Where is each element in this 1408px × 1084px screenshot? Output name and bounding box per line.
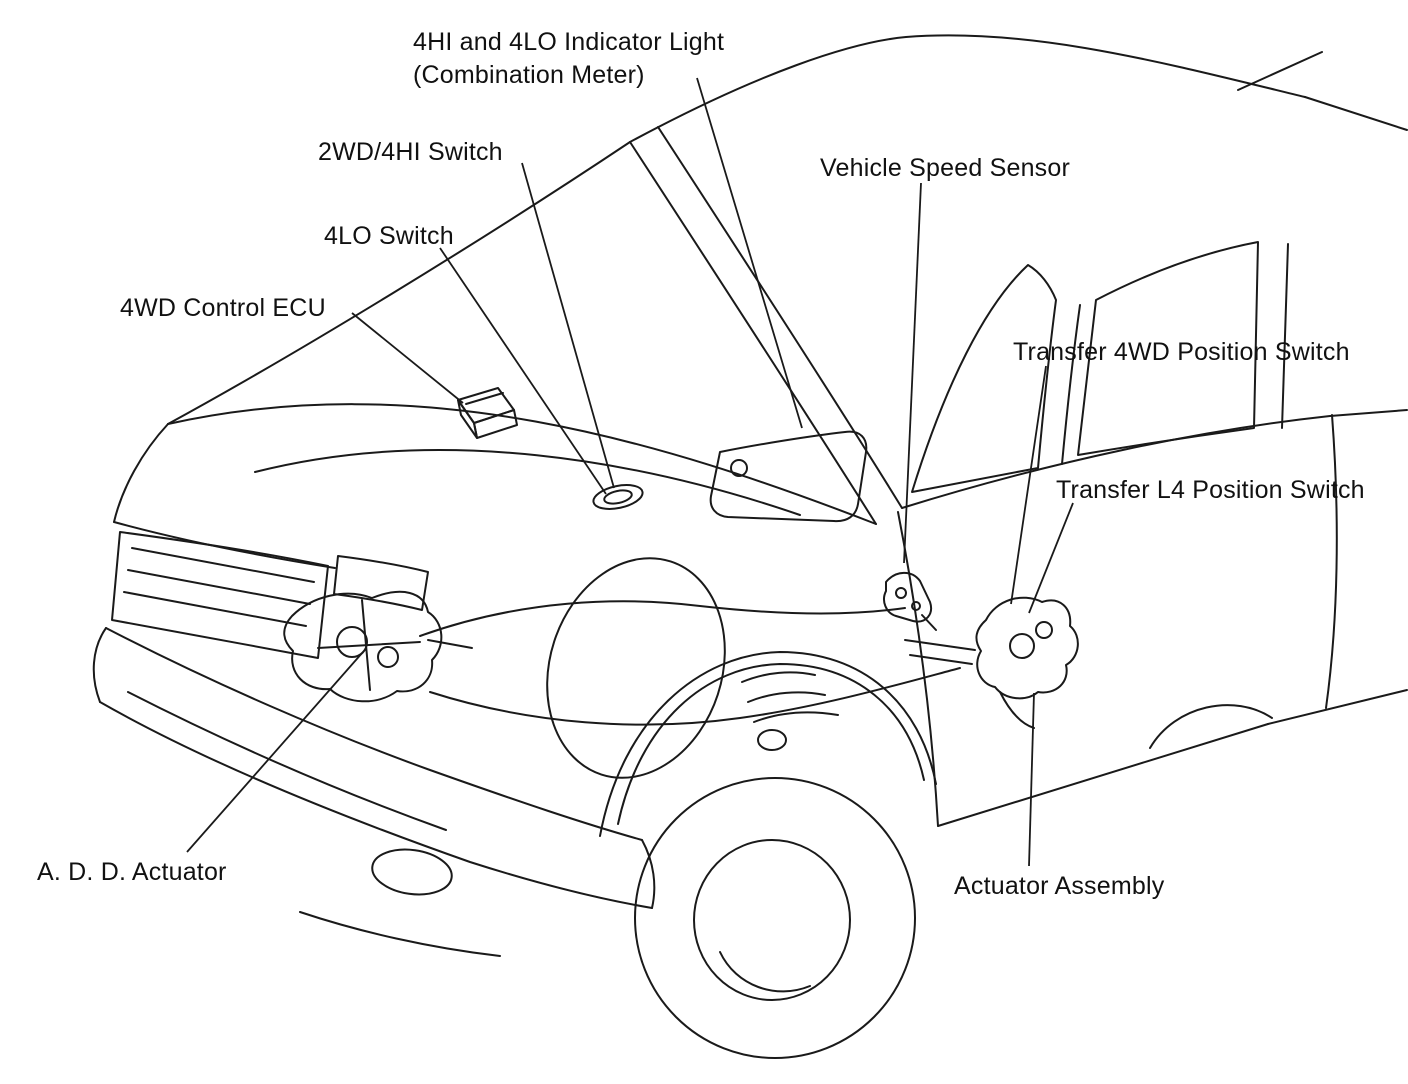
front-wheel [600,652,936,1058]
label-transfer-l4-position-switch: Transfer L4 Position Switch [1056,476,1365,504]
leader-lines [187,78,1073,866]
label-4wd-control-ecu: 4WD Control ECU [120,294,326,322]
leader-vehicle-speed-sensor [904,183,921,563]
label-transfer-4wd-position-switch: Transfer 4WD Position Switch [1013,338,1350,366]
leader-4lo-switch [440,248,606,494]
add-actuator-part [284,592,472,701]
speed-sensor-part [884,573,936,630]
leader-add-actuator [187,652,363,852]
transfer-case-part [976,598,1077,728]
label-actuator-assembly: Actuator Assembly [954,872,1165,900]
leader-4wd-control-ecu [352,313,463,403]
label-4lo-switch: 4LO Switch [324,222,454,250]
dash-components [458,388,866,521]
drivetrain [420,535,975,801]
label-indicator-light: 4HI and 4LO Indicator Light (Combination… [413,26,724,91]
label-vehicle-speed-sensor: Vehicle Speed Sensor [820,154,1071,182]
label-indicator-light-line1: 4HI and 4LO Indicator Light [413,28,725,56]
leader-2wd-4hi-switch [522,163,614,488]
label-indicator-light-line2: (Combination Meter) [413,60,645,89]
leader-transfer-l4-switch [1029,503,1073,613]
leader-transfer-4wd-switch [1011,366,1046,604]
label-2wd-4hi-switch: 2WD/4HI Switch [318,138,503,166]
hood-front-end [94,404,876,956]
leader-indicator-light [697,78,802,428]
label-add-actuator: A. D. D. Actuator [37,858,227,886]
vehicle-body-outline [168,35,1407,826]
leader-actuator-assembly [1029,693,1034,866]
